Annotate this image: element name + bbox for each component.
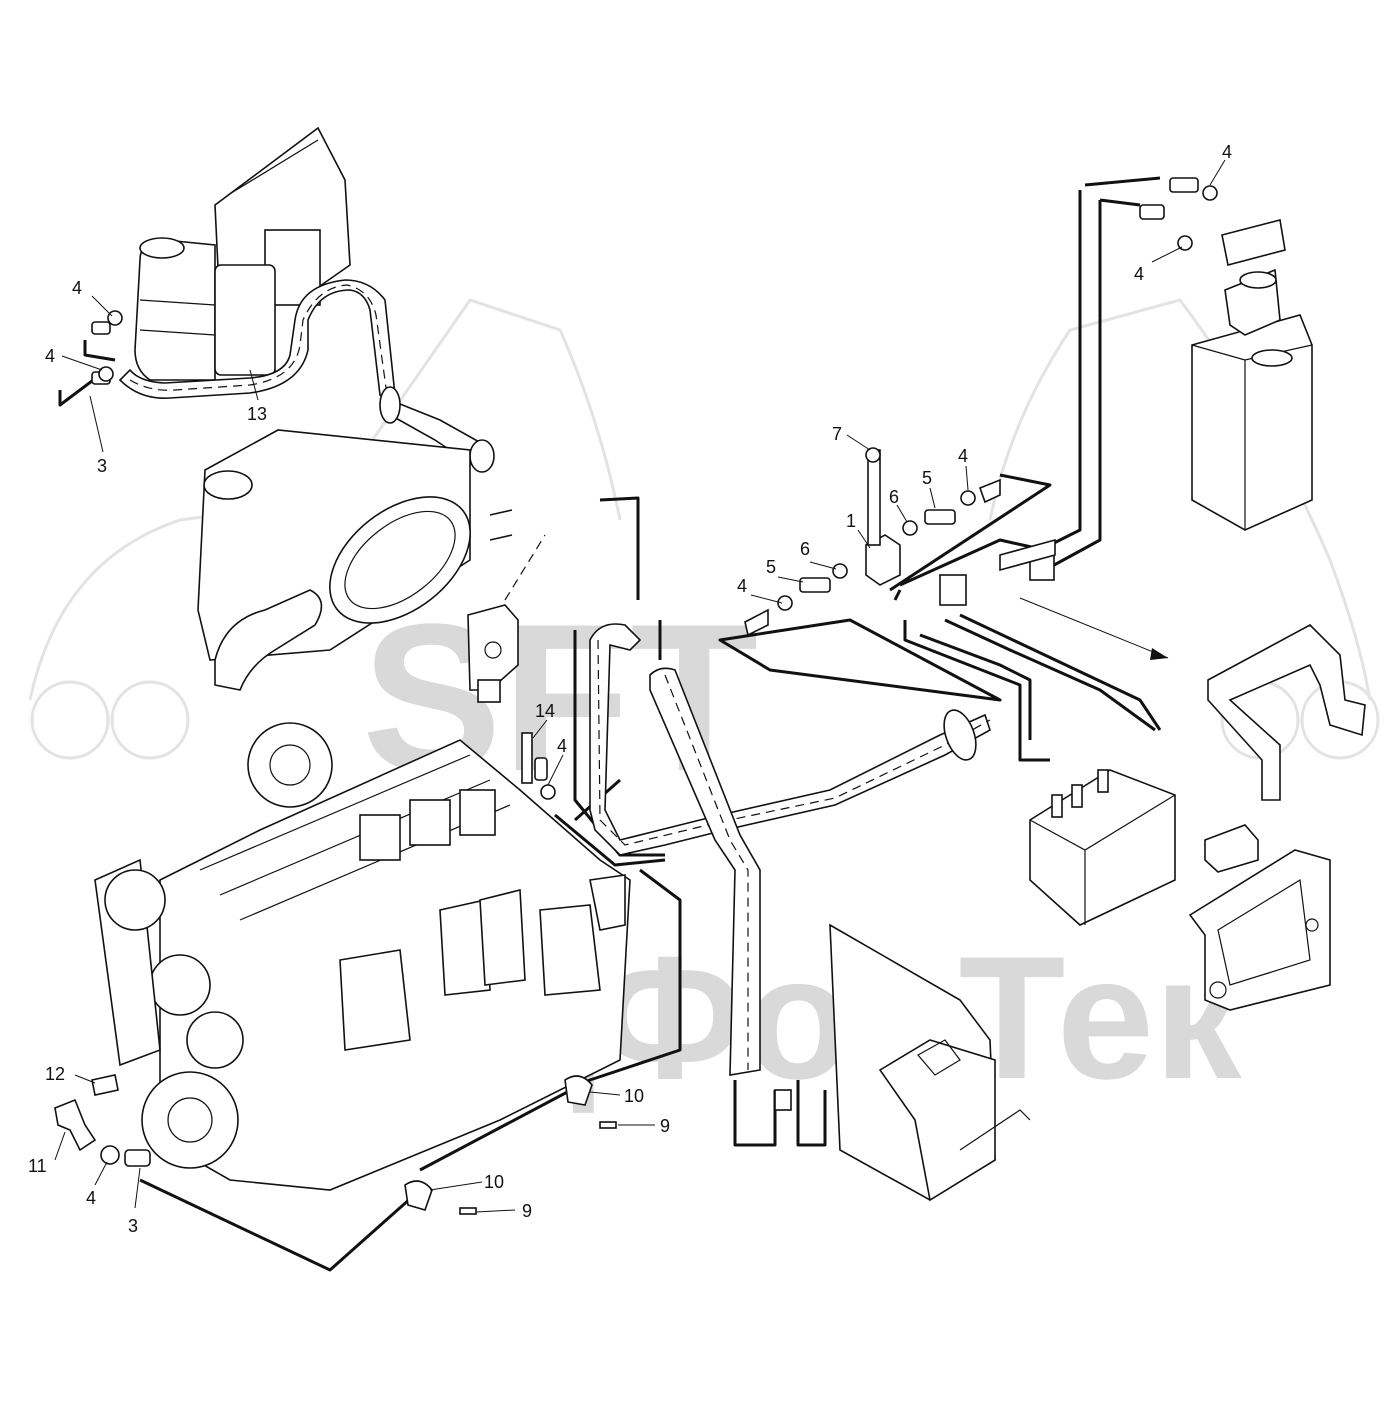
callout-5-lower: 5 xyxy=(766,557,776,577)
air-cleaner-assembly xyxy=(197,429,513,691)
callout-4-valve-lower: 4 xyxy=(737,576,747,596)
callout-5-upper: 5 xyxy=(922,468,932,488)
callout-9-lower: 9 xyxy=(522,1201,532,1221)
callout-4-top-right-b: 4 xyxy=(1134,264,1144,284)
cab-panel xyxy=(829,923,1031,1202)
expansion-tank-assembly xyxy=(134,126,351,381)
engine-block xyxy=(94,722,631,1191)
mounting-plate xyxy=(1188,824,1331,1011)
callout-3-top-left: 3 xyxy=(97,456,107,476)
callout-6-upper: 6 xyxy=(889,487,899,507)
callout-labels: 4 4 4 4 3 13 7 1 6 5 4 6 5 4 14 4 12 11 … xyxy=(28,142,1232,1236)
pointer-arrow xyxy=(1019,597,1169,660)
callout-13: 13 xyxy=(247,404,267,424)
coolant-hoses xyxy=(589,623,991,1076)
leader-lines xyxy=(54,159,1226,1213)
reservoir-tank xyxy=(1191,219,1313,531)
mounting-bracket xyxy=(1207,624,1366,801)
callout-9-upper: 9 xyxy=(660,1116,670,1136)
callout-4-engine-top: 4 xyxy=(557,736,567,756)
callout-11: 11 xyxy=(28,1156,47,1176)
callout-1: 1 xyxy=(846,511,856,531)
callout-4-valve-upper: 4 xyxy=(958,446,968,466)
callout-10-lower: 10 xyxy=(484,1172,504,1192)
callout-4-top-right-a: 4 xyxy=(1222,142,1232,162)
heater-unit xyxy=(1029,769,1176,926)
callout-4-top-left-b: 4 xyxy=(45,346,55,366)
callout-7: 7 xyxy=(832,424,842,444)
callout-4-top-left-a: 4 xyxy=(72,278,82,298)
callout-3-bottom-left: 3 xyxy=(128,1216,138,1236)
callout-4-bottom-left: 4 xyxy=(86,1188,96,1208)
thermostat-valve xyxy=(467,534,546,703)
callout-12: 12 xyxy=(45,1064,65,1084)
small-fittings xyxy=(54,177,1218,1215)
callout-10-upper: 10 xyxy=(624,1086,644,1106)
callout-6-lower: 6 xyxy=(800,539,810,559)
valve-assembly xyxy=(744,447,1056,637)
callout-14: 14 xyxy=(535,701,555,721)
